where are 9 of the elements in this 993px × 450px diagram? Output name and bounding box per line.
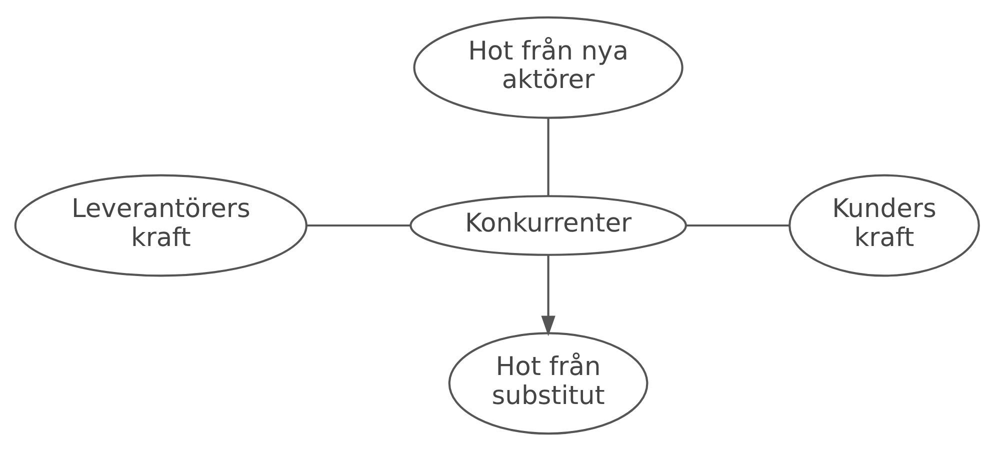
node-ellipse: Hot från nya aktörer <box>412 16 683 118</box>
arrow <box>540 254 555 336</box>
node-ellipse: Leverantörers kraft <box>14 174 307 276</box>
node-ellipse: Hot från substitut <box>448 332 648 434</box>
connector <box>546 117 549 196</box>
node-ellipse: Konkurrenter <box>409 194 686 256</box>
connector <box>306 224 410 226</box>
connector <box>686 224 790 226</box>
node-ellipse: Kunders kraft <box>788 174 980 276</box>
